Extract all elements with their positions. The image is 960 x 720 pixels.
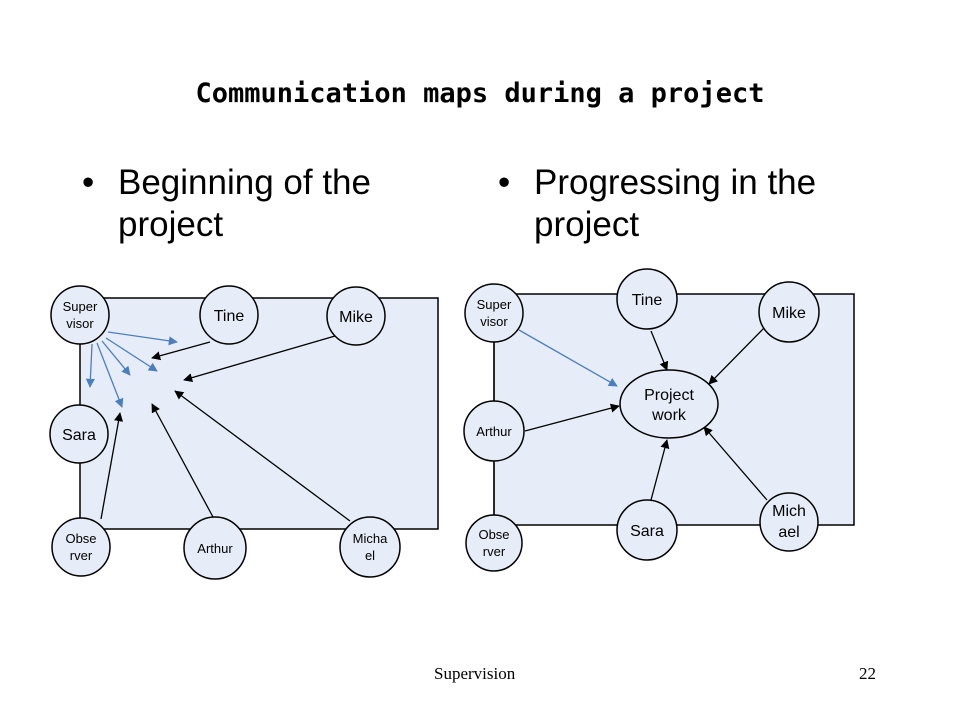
arrow-michael (703, 426, 768, 501)
diagram-progressing: Super visor Tine Mike Arthur Project wor… (463, 268, 855, 572)
node-supervisor: Super visor (50, 285, 110, 345)
arrow-supervisor-5 (85, 343, 95, 388)
node-project-work: Project work (619, 369, 719, 439)
diagram-beginning: Super visor Tine Mike Sara Obse rver Art… (49, 285, 439, 580)
arrow-arthur (151, 403, 214, 518)
arrow-sara (650, 439, 670, 501)
bullet-progressing: • Progressing in the project (498, 162, 858, 246)
node-arthur: Arthur (463, 400, 525, 462)
node-label: Obse (65, 531, 96, 546)
arrow-michael (174, 390, 351, 522)
arrow-tine (151, 341, 211, 361)
arrow-supervisor-3 (101, 340, 131, 376)
page-number: 22 (859, 664, 876, 683)
node-label: Super (63, 299, 98, 314)
node-label: Mike (772, 305, 806, 322)
node-label: visor (480, 314, 508, 329)
node-label: Sara (630, 523, 664, 540)
node-observer: Obse rver (51, 517, 111, 577)
node-label: Tine (214, 308, 245, 325)
arrow-mike (708, 326, 766, 385)
node-mike: Mike (758, 281, 820, 343)
node-mike: Mike (326, 286, 386, 346)
arrow-supervisor-1 (107, 331, 178, 346)
node-label: Micha (353, 531, 388, 546)
node-label: Arthur (476, 424, 512, 439)
node-label: Obse (478, 527, 509, 542)
footer-label: Supervision (434, 664, 516, 683)
node-sara: Sara (49, 404, 109, 464)
bullet-progressing-text: Progressing in the project (534, 163, 817, 244)
node-label: Super (477, 297, 512, 312)
node-label: Project (644, 387, 694, 404)
node-observer: Obse rver (465, 514, 523, 572)
arrow-observer (100, 412, 124, 520)
slide-title: Communication maps during a project (195, 78, 765, 109)
node-label: el (365, 548, 375, 563)
bullet-dot: • (82, 163, 95, 202)
node-label: Sara (62, 427, 96, 444)
node-supervisor: Super visor (464, 283, 524, 343)
bullet-dot: • (498, 163, 511, 202)
node-michael: Micha el (339, 516, 401, 578)
node-label: Mich (772, 503, 806, 520)
node-label: rver (70, 548, 93, 563)
node-label: ael (778, 524, 799, 541)
arrow-mike (183, 335, 336, 383)
node-tine: Tine (199, 285, 259, 345)
bullet-beginning: • Beginning of the project (82, 162, 412, 246)
node-label: Tine (632, 292, 663, 309)
arrow-supervisor-4 (96, 342, 124, 408)
node-sara: Sara (616, 499, 678, 561)
arrow-supervisor (518, 329, 618, 387)
arrow-supervisor-2 (105, 337, 158, 372)
node-label: visor (66, 316, 94, 331)
node-tine: Tine (616, 268, 678, 330)
node-label: rver (483, 544, 506, 559)
node-label: Mike (339, 309, 373, 326)
arrow-tine (650, 330, 669, 371)
node-arthur: Arthur (183, 516, 247, 580)
panel-beginning (79, 297, 439, 530)
bullet-beginning-text: Beginning of the project (118, 163, 371, 244)
node-label: work (651, 407, 687, 424)
arrow-arthur (524, 403, 620, 432)
node-michael: Mich ael (759, 492, 819, 552)
node-label: Arthur (197, 541, 233, 556)
